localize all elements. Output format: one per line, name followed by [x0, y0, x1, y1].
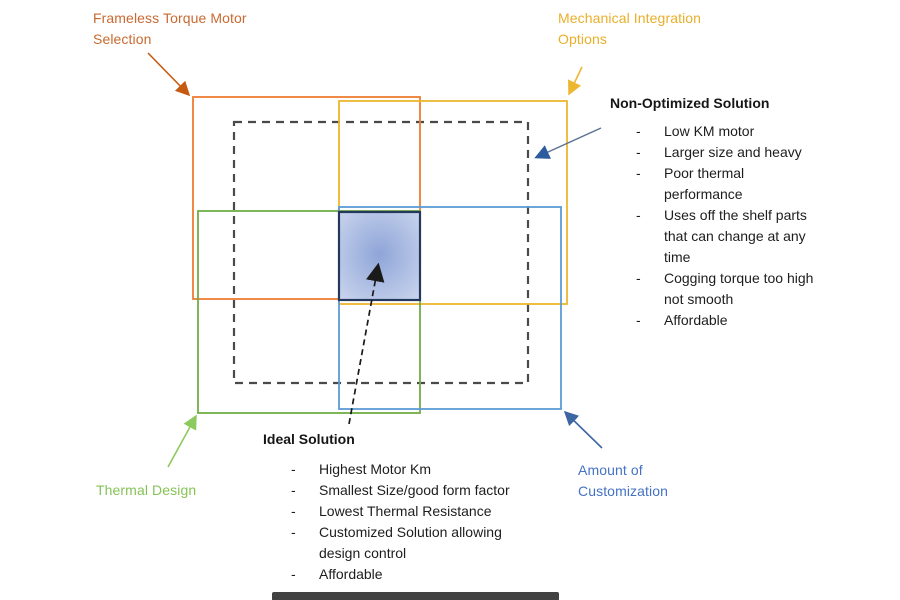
ideal-solution-arrow [348, 262, 385, 425]
list-item: - Low KM motor [636, 121, 814, 142]
thermal-arrow [167, 414, 197, 468]
list-item: - Affordable [636, 310, 814, 331]
list-item: - Lowest Thermal Resistance [291, 501, 539, 522]
list-bullet: - [636, 165, 641, 181]
cutoff-text-bar [272, 592, 559, 600]
list-item-text: Affordable [664, 312, 728, 328]
list-item: - Uses off the shelf parts that can chan… [636, 205, 814, 268]
list-item-text: Highest Motor Km [319, 461, 432, 477]
frameless-motor-rect [192, 96, 421, 300]
non-optimized-dashed-rect [232, 120, 530, 385]
thermal-design-label: Thermal Design [96, 482, 197, 498]
frameless-arrow [147, 52, 191, 97]
list-item-text: Affordable [319, 566, 383, 582]
list-item: - Highest Motor Km [291, 459, 539, 480]
list-bullet: - [291, 503, 296, 519]
non-optimized-arrow [534, 127, 602, 159]
ideal-solution-square [337, 210, 422, 302]
mechanical-arrow [568, 66, 583, 96]
list-item: - Cogging torque too high not smooth [636, 268, 814, 310]
list-item-text: Uses off the shelf parts that can change… [664, 207, 807, 265]
amount-of-customization-rect [338, 206, 562, 410]
amount-of-customization-label: Amount of Customization [578, 462, 669, 499]
list-bullet: - [636, 207, 641, 223]
list-bullet: - [291, 524, 296, 540]
list-item: - Customized Solution allowing design co… [291, 522, 539, 564]
frameless-motor-label: Frameless Torque Motor Selection [93, 10, 247, 47]
non-optimized-title: Non-Optimized Solution [610, 95, 770, 111]
list-item: - Larger size and heavy [636, 142, 814, 163]
ideal-solution-title: Ideal Solution [263, 431, 355, 447]
list-item-text: Cogging torque too high not smooth [664, 270, 814, 307]
list-item-text: Larger size and heavy [664, 144, 802, 160]
list-item: - Smallest Size/good form factor [291, 480, 539, 501]
non-optimized-list: - Low KM motor - Larger size and heavy -… [636, 121, 814, 331]
list-item-text: Poor thermal performance [664, 165, 745, 202]
list-bullet: - [636, 144, 641, 160]
mechanical-integration-label: Mechanical Integration Options [558, 10, 702, 47]
list-bullet: - [636, 123, 641, 139]
list-item-text: Low KM motor [664, 123, 755, 139]
list-item-text: Smallest Size/good form factor [319, 482, 510, 498]
list-item-text: Customized Solution allowing design cont… [319, 524, 502, 561]
list-bullet: - [291, 566, 296, 582]
customization-arrow [563, 410, 603, 449]
list-bullet: - [636, 312, 641, 328]
list-item: - Poor thermal performance [636, 163, 814, 205]
mechanical-integration-rect [338, 100, 568, 305]
thermal-design-rect [197, 210, 421, 414]
list-bullet: - [291, 482, 296, 498]
ideal-solution-list: - Highest Motor Km - Smallest Size/good … [291, 459, 539, 585]
list-item: - Affordable [291, 564, 539, 585]
list-bullet: - [291, 461, 296, 477]
list-item-text: Lowest Thermal Resistance [319, 503, 492, 519]
list-bullet: - [636, 270, 641, 286]
